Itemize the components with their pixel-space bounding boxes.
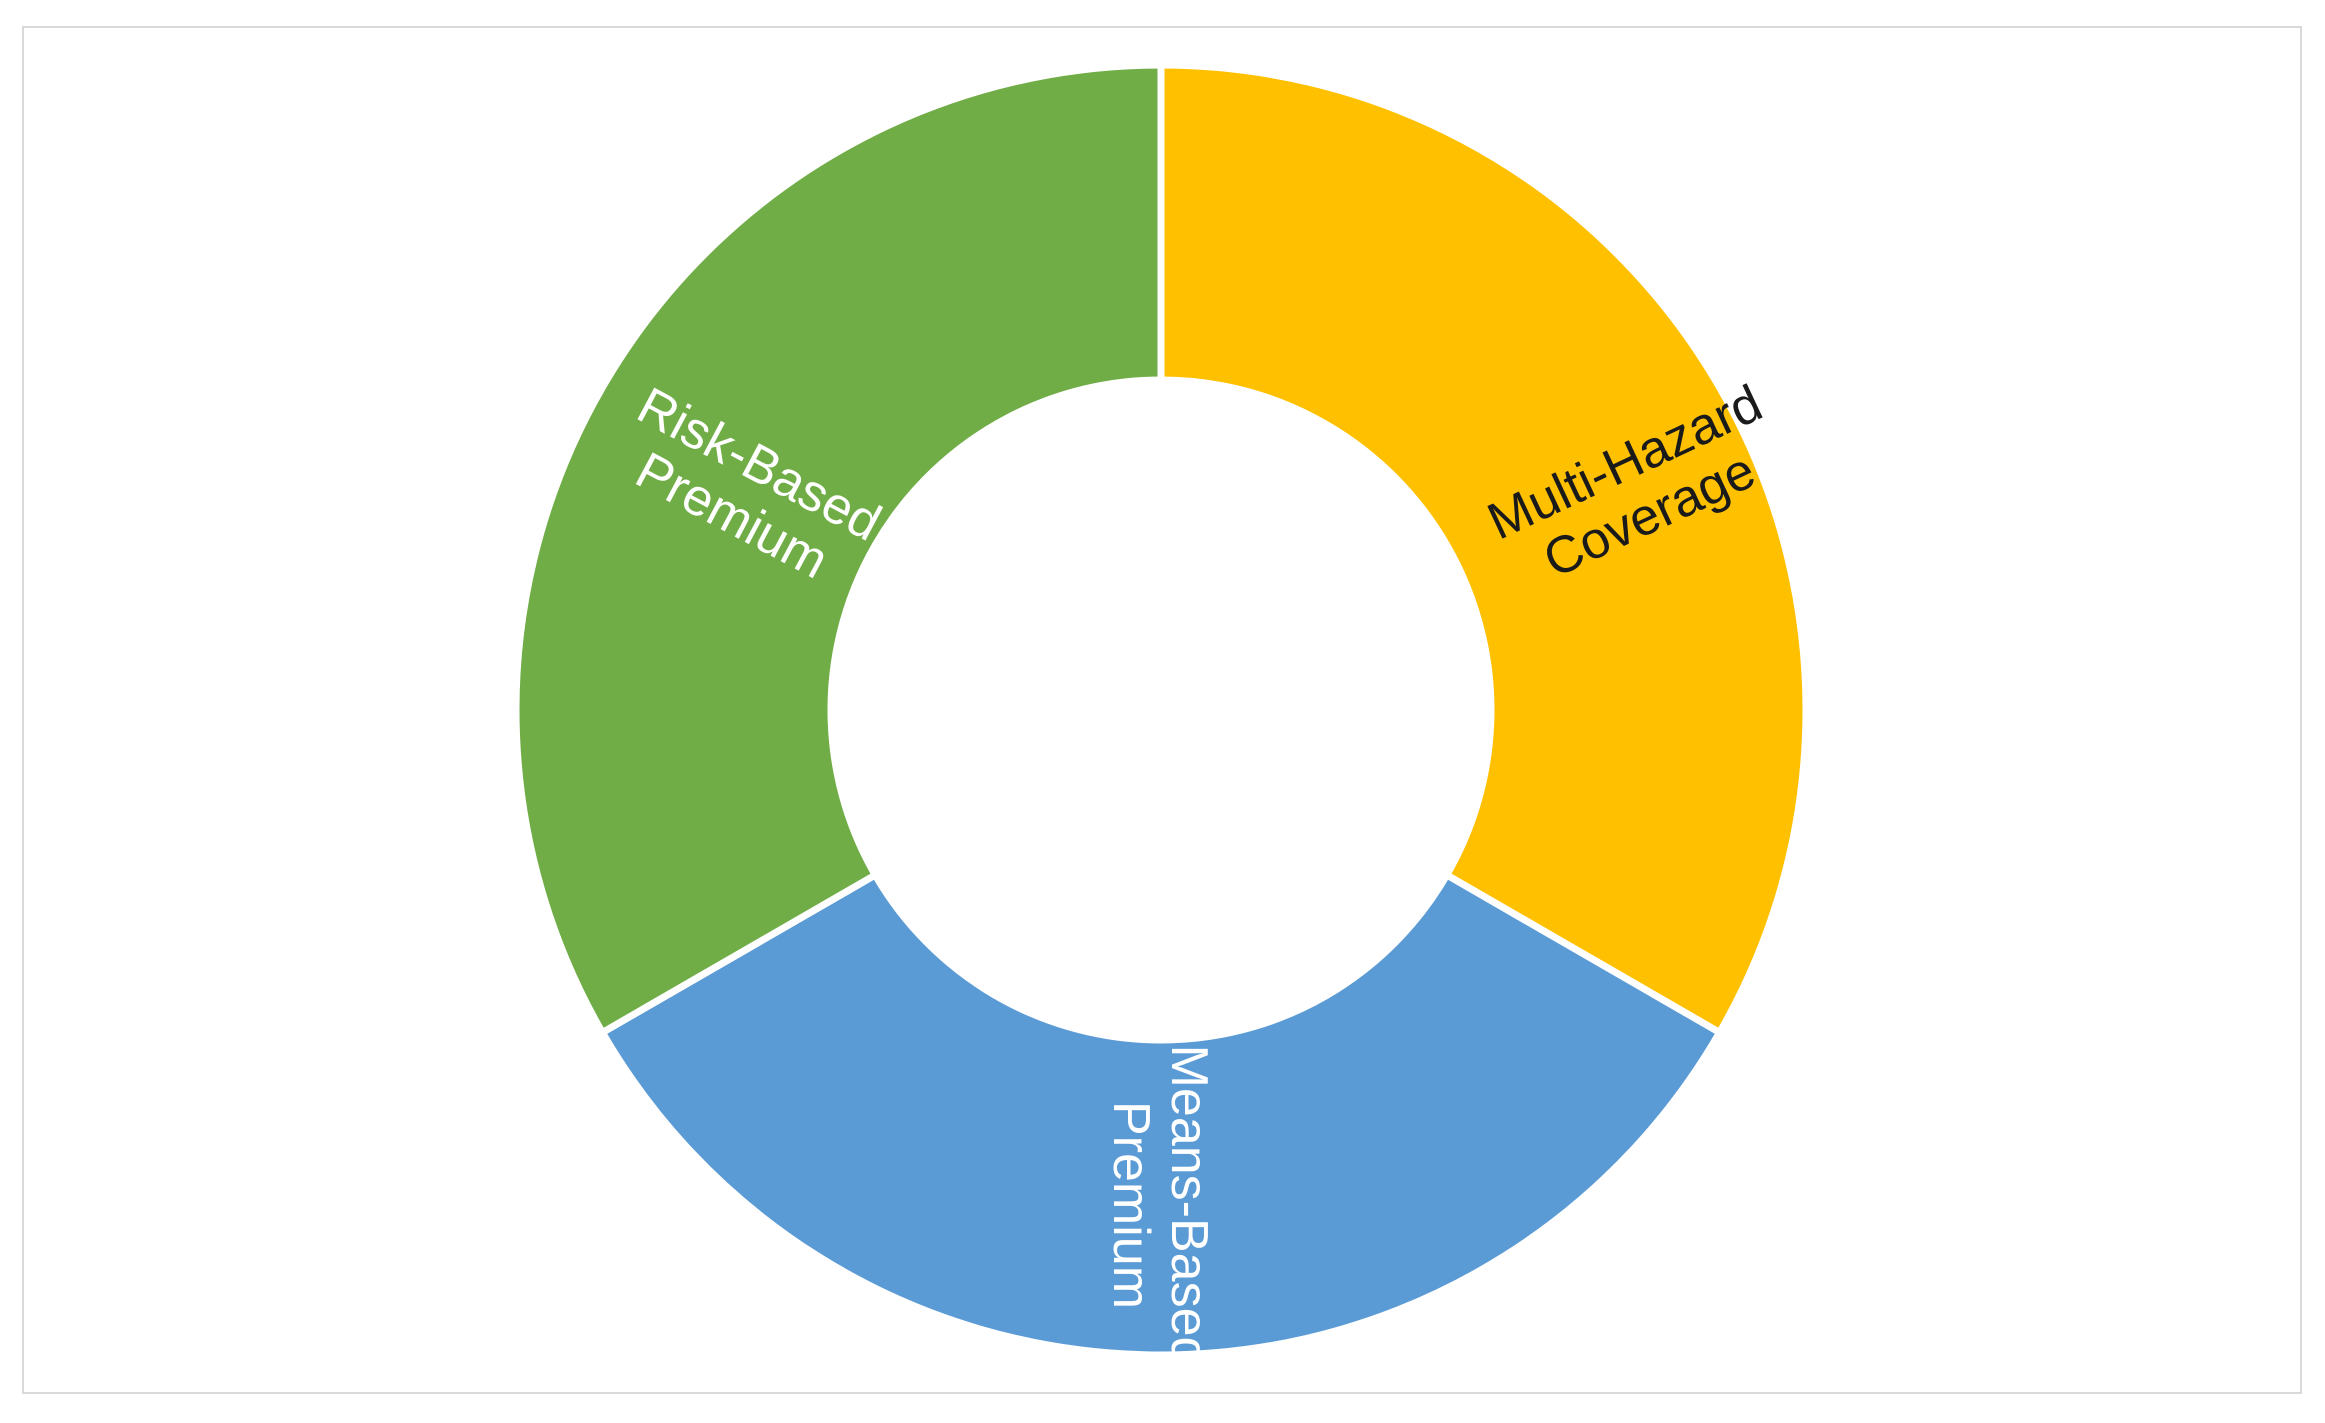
doughnut-segment: [1157, 61, 1810, 1038]
segment-label: Means-BasedPremium: [1102, 1045, 1218, 1366]
segment-label-line: Premium: [1102, 1101, 1160, 1309]
segments-layer: [512, 61, 1810, 1359]
doughnut-segment: [597, 870, 1725, 1359]
segment-label-line: Means-Based: [1160, 1045, 1218, 1366]
doughnut-segment: [512, 61, 1165, 1038]
